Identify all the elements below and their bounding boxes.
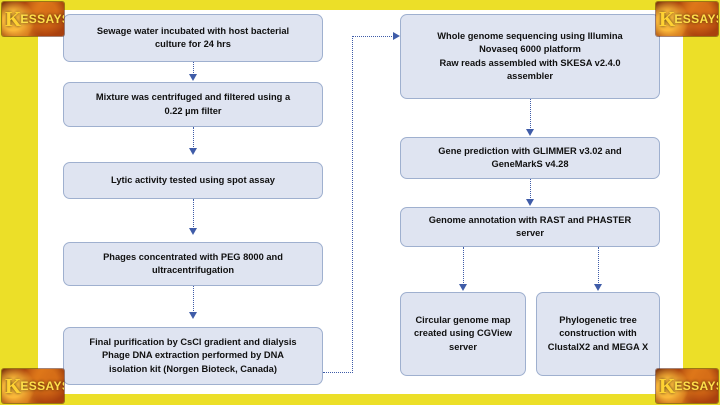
node-text-line: Circular genome map	[415, 314, 511, 325]
flow-node-sewage-incubation: Sewage water incubated with host bacteri…	[63, 14, 323, 62]
arrow-down-icon	[525, 129, 534, 136]
connector-r2-r3	[530, 179, 531, 200]
watermark-letter: K	[659, 6, 676, 31]
flow-node-gene-prediction: Gene prediction with GLIMMER v3.02 and G…	[400, 137, 660, 179]
node-text-line: server	[449, 341, 477, 352]
node-text-line: created using CGView	[414, 328, 512, 339]
node-text-line: Mixture was centrifuged and filtered usi…	[95, 92, 291, 103]
node-text-line: Final purification by CsCl gradient and …	[89, 336, 297, 347]
arrow-down-icon	[525, 199, 534, 206]
node-text-line: server	[516, 228, 544, 238]
arrow-down-icon	[593, 284, 602, 291]
node-text-line: isolation kit (Norgen Bioteck, Canada)	[109, 363, 277, 374]
watermark-word: ESSAYS	[20, 379, 64, 393]
node-text-line: Genome annotation with RAST and PHASTER	[428, 214, 632, 225]
watermark-word: ESSAYS	[674, 379, 718, 393]
arrow-down-icon	[188, 148, 197, 155]
diagram-panel: Sewage water incubated with host bacteri…	[38, 10, 683, 394]
node-text-line: Lytic activity tested using spot assay	[111, 174, 275, 185]
watermark-letter: K	[5, 373, 22, 398]
node-text-line: ultracentrifugation	[151, 265, 235, 275]
watermark-letter: K	[659, 373, 676, 398]
connector-b5-bridge-horizontal	[323, 372, 353, 373]
watermark-logo-bottom-left: K ESSAYS	[2, 369, 64, 403]
connector-r3-r4	[463, 247, 464, 285]
connector-bridge-vertical	[352, 36, 353, 373]
flow-node-final-purification-dna-extraction: Final purification by CsCl gradient and …	[63, 327, 323, 385]
connector-r1-r2	[530, 99, 531, 130]
node-text-line: Phages concentrated with PEG 8000 and	[103, 251, 283, 262]
watermark-logo-top-right: K ESSAYS	[656, 2, 718, 36]
node-text-line: ClustalX2 and MEGA X	[547, 341, 649, 352]
node-text-line: Phage DNA extraction performed by DNA	[101, 350, 284, 361]
connector-b4-b5	[193, 286, 194, 313]
watermark-logo-top-left: K ESSAYS	[2, 2, 64, 36]
arrow-right-icon	[393, 31, 400, 40]
watermark-word: ESSAYS	[674, 12, 718, 26]
node-text-line: Phylogenetic tree	[559, 314, 637, 325]
arrow-down-icon	[188, 312, 197, 319]
watermark-logo-bottom-right: K ESSAYS	[656, 369, 718, 403]
arrow-down-icon	[188, 74, 197, 81]
connector-b1-b2	[193, 62, 194, 75]
connector-b2-b3	[193, 127, 194, 149]
node-text-line: culture for 24 hrs	[155, 39, 231, 49]
flow-node-circular-genome-map: Circular genome map created using CGView…	[400, 292, 526, 376]
node-text-line: Gene prediction with GLIMMER v3.02 and	[438, 145, 622, 156]
node-text-line: Sewage water incubated with host bacteri…	[96, 25, 290, 36]
node-text-line: Whole genome sequencing using Illumina	[437, 30, 623, 41]
arrow-down-icon	[458, 284, 467, 291]
flow-node-phylogenetic-tree: Phylogenetic tree construction with Clus…	[536, 292, 660, 376]
node-text-line: Novaseq 6000 platform	[479, 44, 581, 55]
connector-bridge-to-r1	[352, 36, 394, 37]
flow-node-lytic-spot-assay: Lytic activity tested using spot assay	[63, 162, 323, 199]
flow-node-genome-annotation: Genome annotation with RAST and PHASTER …	[400, 207, 660, 247]
node-text-line: Raw reads assembled with SKESA v2.4.0	[439, 57, 621, 68]
arrow-down-icon	[188, 228, 197, 235]
node-text-line: construction with	[559, 328, 637, 339]
node-text-line: assembler	[507, 70, 553, 81]
flow-node-whole-genome-sequencing: Whole genome sequencing using Illumina N…	[400, 14, 660, 99]
watermark-word: ESSAYS	[20, 12, 64, 26]
watermark-letter: K	[5, 6, 22, 31]
flow-node-centrifuge-filter: Mixture was centrifuged and filtered usi…	[63, 82, 323, 127]
flow-node-peg-concentration: Phages concentrated with PEG 8000 and ul…	[63, 242, 323, 286]
node-text-line: 0.22 µm filter	[164, 105, 222, 116]
connector-r3-r5	[598, 247, 599, 285]
connector-b3-b4	[193, 199, 194, 229]
node-text-line: GeneMarkS v4.28	[491, 159, 569, 169]
